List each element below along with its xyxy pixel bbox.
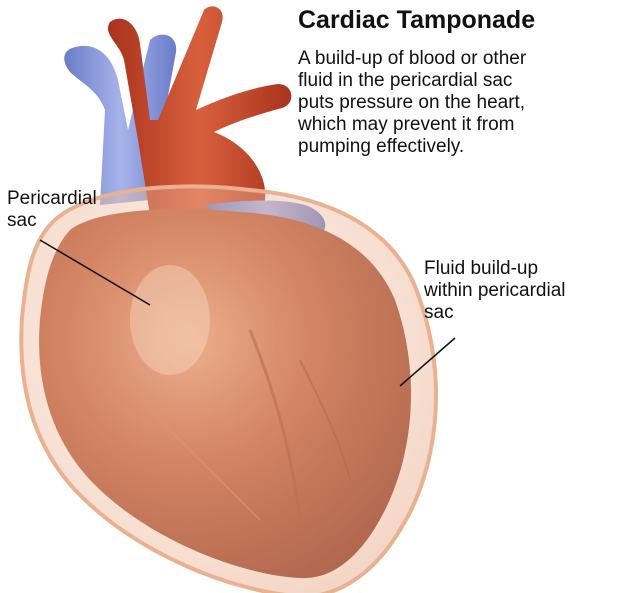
description-line: puts pressure on the heart, — [298, 92, 634, 114]
diagram-title: Cardiac Tamponade — [298, 6, 535, 35]
label-line: within pericardial — [424, 280, 566, 302]
pericardial-sac-label: Pericardial sac — [7, 188, 97, 232]
fluid-buildup-label: Fluid build-up within pericardial sac — [424, 258, 566, 324]
label-line: Pericardial — [7, 188, 97, 210]
pericardial-sac — [21, 186, 436, 593]
description-line: fluid in the pericardial sac — [298, 70, 634, 92]
description: A build-up of blood or other fluid in th… — [298, 48, 634, 158]
description-line: A build-up of blood or other — [298, 48, 634, 70]
description-line: which may prevent it from — [298, 114, 634, 136]
description-line: pumping effectively. — [298, 136, 634, 158]
label-line: sac — [7, 210, 97, 232]
label-line: sac — [424, 302, 566, 324]
label-line: Fluid build-up — [424, 258, 566, 280]
